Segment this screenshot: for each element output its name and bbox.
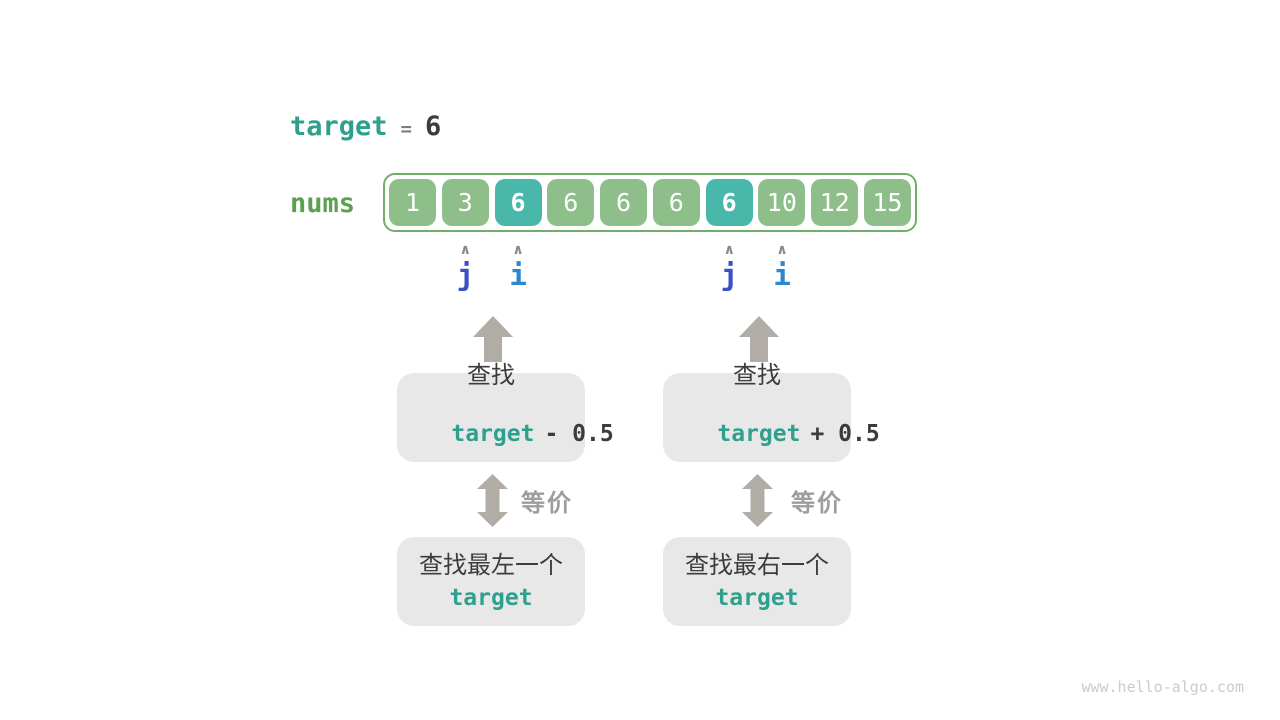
search-target-minus-box: 查找 target - 0.5 <box>397 362 614 462</box>
watermark: www.hello-algo.com <box>1081 678 1244 696</box>
caret-up-icon: ∧ <box>723 242 735 258</box>
array-cell: 6 <box>547 179 595 226</box>
pointer-j: ∧j <box>705 242 753 292</box>
expr-operator: + 0.5 <box>810 421 880 447</box>
target-value: 6 <box>425 111 442 142</box>
array-cell: 6 <box>652 179 700 226</box>
leftmost-target-box: 查找最左一个 target <box>397 537 585 626</box>
pointer-i: ∧i <box>494 242 542 292</box>
expr-target-keyword: target <box>451 421 535 447</box>
up-arrow-icon <box>739 316 779 362</box>
equivalence-label: 等价 <box>791 489 843 517</box>
equivalence-arrow-icon <box>477 474 508 527</box>
array-cell: 1 <box>389 179 436 226</box>
array-cell: 15 <box>863 179 911 226</box>
caret-up-icon: ∧ <box>459 242 471 258</box>
array-cell: 6 <box>600 179 648 226</box>
search-target-plus-box: 查找 target + 0.5 <box>663 362 880 462</box>
rightmost-target-box: 查找最右一个 target <box>663 537 851 626</box>
equivalence-label: 等价 <box>521 489 573 517</box>
up-arrow-icon <box>473 316 513 362</box>
equivalence-arrow-icon <box>742 474 773 527</box>
equals-sign: = <box>400 118 412 140</box>
expr-target-keyword: target <box>717 421 801 447</box>
search-action-label: 查找 <box>467 361 515 389</box>
array-cell-highlighted: 6 <box>705 179 753 226</box>
pointer-i: ∧i <box>758 242 806 292</box>
array-cell: 3 <box>441 179 489 226</box>
rightmost-action-label: 查找最右一个 <box>685 551 829 579</box>
array-cell-highlighted: 6 <box>494 179 542 226</box>
search-action-label: 查找 <box>733 361 781 389</box>
pointer-label: j <box>456 258 475 292</box>
pointer-j: ∧j <box>441 242 489 292</box>
search-expression: target + 0.5 <box>634 395 879 473</box>
target-keyword: target <box>449 585 533 611</box>
target-declaration: target = 6 <box>290 111 441 142</box>
pointer-label: i <box>773 258 791 292</box>
expr-operator: - 0.5 <box>544 421 614 447</box>
array-cell: 10 <box>758 179 806 226</box>
caret-up-icon: ∧ <box>512 242 524 258</box>
nums-label: nums <box>290 188 356 219</box>
target-keyword: target <box>290 111 388 142</box>
leftmost-action-label: 查找最左一个 <box>419 551 563 579</box>
caret-up-icon: ∧ <box>776 242 788 258</box>
pointer-label: i <box>509 258 527 292</box>
target-keyword: target <box>715 585 799 611</box>
search-expression: target - 0.5 <box>368 395 613 473</box>
array-cell: 12 <box>811 179 859 226</box>
pointer-label: j <box>720 258 739 292</box>
